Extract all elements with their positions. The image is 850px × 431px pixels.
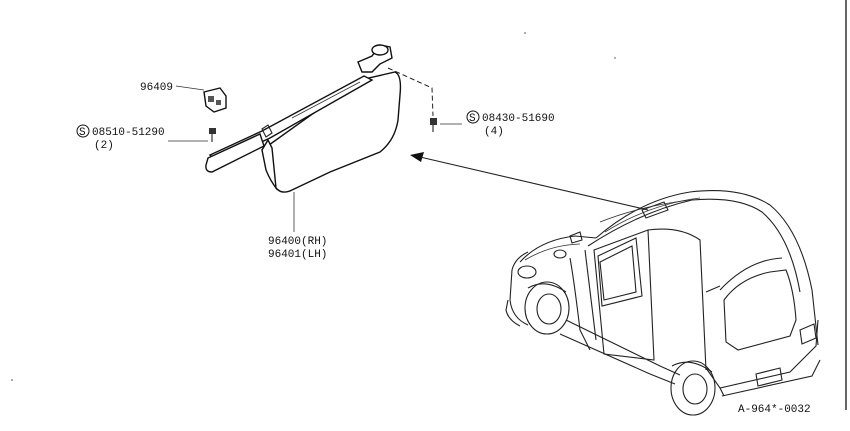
screw-right-qty: (4) xyxy=(484,126,504,138)
screw-right-spec: 08430-51690 xyxy=(482,113,555,125)
label-screw-right: S 08430-51690 (4) xyxy=(466,110,555,138)
scan-speck xyxy=(614,57,616,59)
screw-left-spec: 08510-51290 xyxy=(92,127,165,139)
dashed-leader-right xyxy=(387,67,434,117)
label-visor-lh: 96401(LH) xyxy=(268,249,327,261)
sun-visor xyxy=(205,44,402,193)
scan-speck xyxy=(524,32,526,34)
bracket-96409 xyxy=(203,87,227,113)
location-arrow xyxy=(410,152,649,211)
scan-speck xyxy=(11,379,13,381)
screw-right xyxy=(430,118,437,132)
label-screw-left: S 08510-51290 (2) xyxy=(76,124,165,152)
label-96409: 96409 xyxy=(140,82,173,94)
standard-mark-left: S xyxy=(79,127,86,139)
label-visor-rh: 96400(RH) xyxy=(268,236,327,248)
standard-mark-right: S xyxy=(469,113,476,125)
leader-96409 xyxy=(175,85,205,91)
screw-left xyxy=(209,128,216,142)
car-illustration xyxy=(505,190,821,416)
figure-code: A-964*-0032 xyxy=(738,404,811,416)
screw-left-qty: (2) xyxy=(94,140,114,152)
